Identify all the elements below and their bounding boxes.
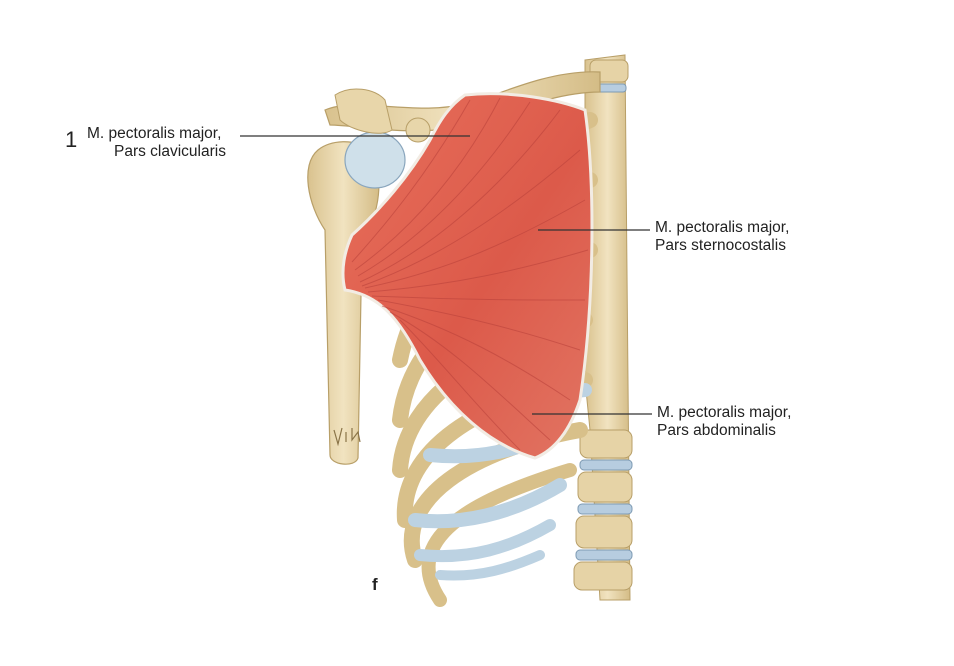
humerus (307, 131, 406, 465)
artist-signature (333, 427, 361, 447)
label-abdominal-line2: Pars abdominalis (657, 422, 776, 439)
vertebral-column (573, 59, 633, 591)
leader-lines (240, 135, 652, 415)
label-sternocostal-line1: M. pectoralis major, (655, 219, 790, 236)
label-clavicular-line1: M. pectoralis major, (87, 125, 222, 142)
label-abdominal-line1: M. pectoralis major, (657, 404, 792, 421)
panel-letter: f (372, 575, 378, 594)
label-number: 1 (65, 127, 78, 152)
label-sternocostal-line2: Pars sternocostalis (655, 237, 786, 254)
label-clavicular-line2: Pars clavicularis (114, 143, 226, 160)
pectoralis-major-muscle (341, 92, 594, 460)
